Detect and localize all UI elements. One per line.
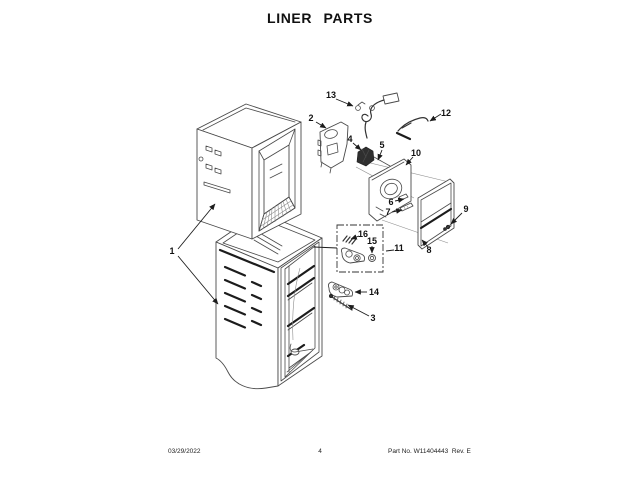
callout-9: 9	[463, 204, 468, 214]
part-16-spring-drawing	[342, 235, 357, 245]
callout-14: 14	[369, 287, 379, 297]
callout-labels: 1 2 3 4 5 6 7 8 9 10 11 12 13 14 15 16	[169, 90, 468, 323]
part-4-motor-drawing	[356, 146, 391, 167]
detail-box-11-drawing	[313, 224, 384, 273]
footer-part-number: Part No. W11404443 Rev. E	[388, 448, 471, 455]
freezer-liner-drawing	[196, 103, 302, 240]
callout-16: 16	[358, 229, 368, 239]
part-15-grommet-drawing	[368, 254, 376, 262]
callout-1: 1	[169, 246, 174, 256]
part-9-screw-drawing	[445, 223, 452, 230]
callout-10: 10	[411, 148, 421, 158]
callout-12: 12	[441, 108, 451, 118]
callout-7: 7	[385, 207, 390, 217]
footer-date: 03/29/2022	[168, 448, 201, 455]
callout-8: 8	[426, 245, 431, 255]
callout-4: 4	[347, 134, 352, 144]
footer-page-number: 4	[318, 448, 322, 455]
callout-2: 2	[308, 113, 313, 123]
fridge-liner-drawing	[215, 211, 323, 390]
part-14-module-drawing	[327, 281, 354, 298]
lamp-module-drawing	[340, 247, 366, 264]
part-10-shroud-drawing	[368, 158, 412, 222]
callout-13: 13	[326, 90, 336, 100]
part-8-panel-drawing	[417, 178, 455, 250]
callout-3: 3	[370, 313, 375, 323]
part-2-bracket-drawing	[317, 121, 349, 174]
callout-11: 11	[394, 243, 404, 253]
callout-5: 5	[379, 140, 384, 150]
callout-6: 6	[388, 197, 393, 207]
callout-15: 15	[367, 236, 377, 246]
leader-lines	[177, 98, 463, 317]
part-12-tube-drawing	[395, 117, 429, 141]
part-13-harness-drawing	[355, 92, 400, 139]
page-title: LINER PARTS	[267, 10, 373, 26]
